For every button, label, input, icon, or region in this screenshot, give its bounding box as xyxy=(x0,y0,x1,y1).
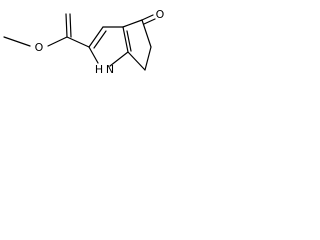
bond-ester-c-o-double-b xyxy=(69,13,72,38)
bond-ester-o-carbonyl-c xyxy=(47,36,68,47)
bond-c3a-c6a-inner xyxy=(126,30,132,52)
bond-c5-c6 xyxy=(144,46,152,71)
bond-c3a-c4 xyxy=(122,19,143,28)
molecule-structure-diagram: O O N H xyxy=(3,8,165,76)
bond-ester-c-ring-c2 xyxy=(66,36,90,48)
ester-oxygen-label: O xyxy=(35,41,44,54)
pyrrole-nitrogen-label: N xyxy=(106,63,114,76)
bond-n-c2 xyxy=(88,46,99,64)
nitrogen-hydrogen-label: H xyxy=(95,63,103,76)
bond-c2-c3 xyxy=(88,26,104,48)
bond-c3a-c6a xyxy=(122,26,129,53)
bond-ester-c-o-double-a xyxy=(65,13,68,38)
bond-methyl-o xyxy=(3,36,31,47)
bond-c6a-n xyxy=(109,51,129,67)
bond-c4-c5 xyxy=(141,19,152,48)
bond-ketone-double-b xyxy=(143,18,156,25)
bond-ketone-double-a xyxy=(141,14,154,21)
bond-c6-c6a xyxy=(127,51,146,71)
bond-c2-c3-inner xyxy=(93,30,107,49)
carbonyl-oxygen-label: O xyxy=(156,8,165,21)
